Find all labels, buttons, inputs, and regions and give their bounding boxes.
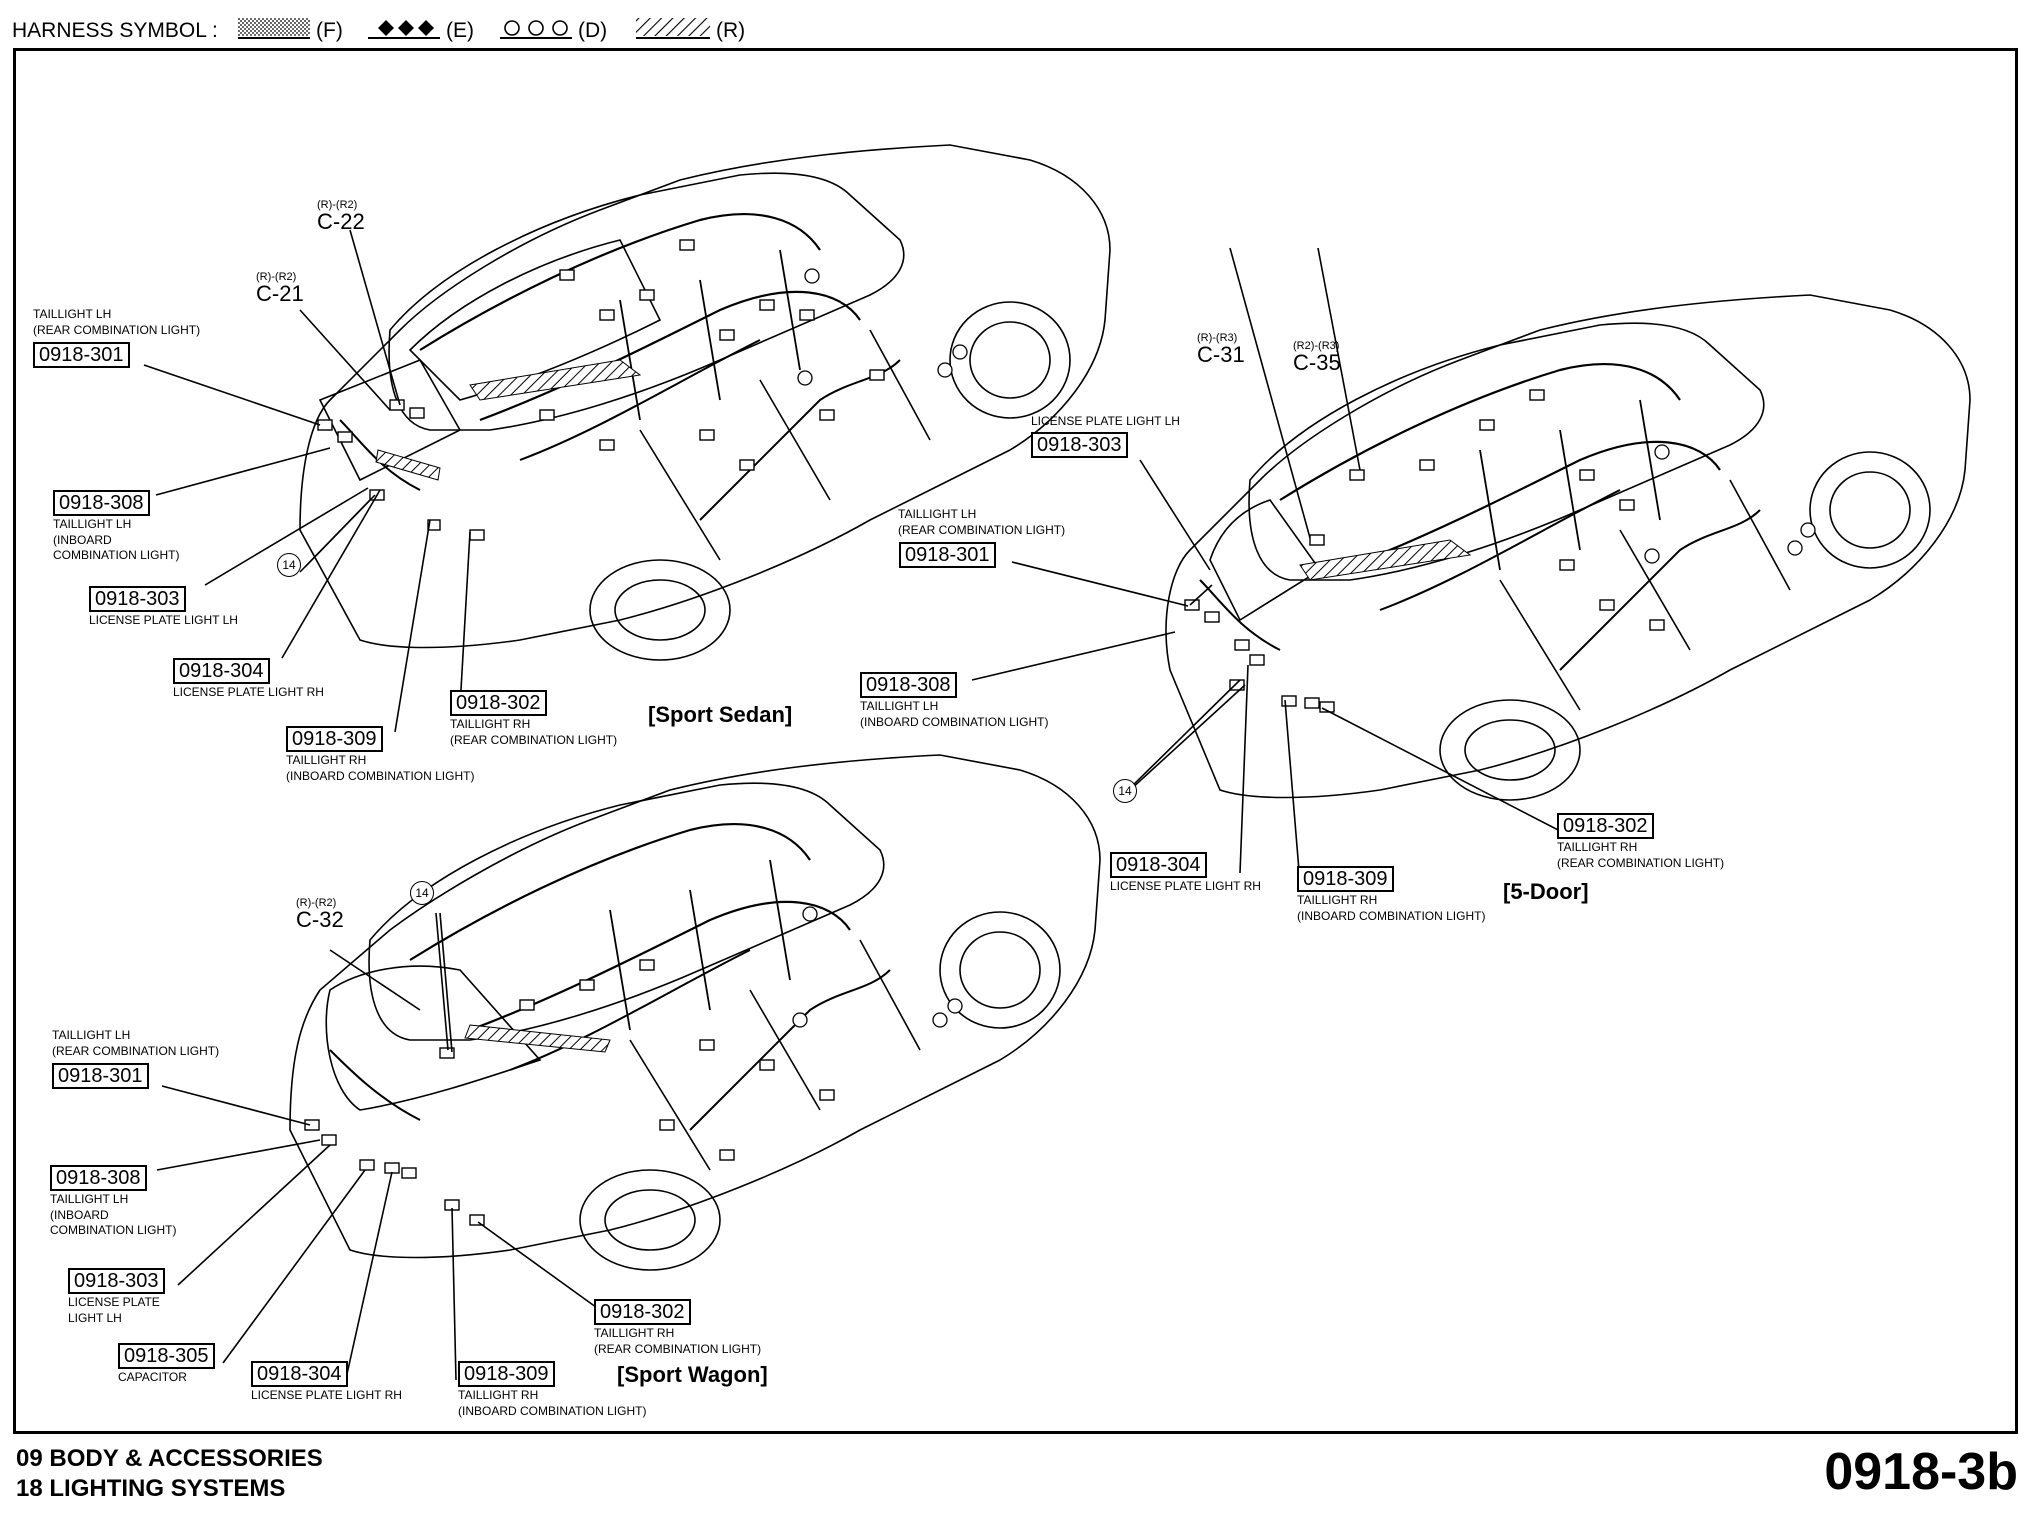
fivedoor-callout-0918-303[interactable]: 0918-303 (1031, 432, 1128, 458)
fivedoor-leader-lines (971, 247, 1563, 884)
sedan-301-desc: TAILLIGHT LH(REAR COMBINATION LIGHT) (33, 307, 201, 337)
sedan-leader-lines (143, 229, 471, 733)
sedan-ground-14: 14 (277, 553, 301, 577)
footer-section-lighting: 18 LIGHTING SYSTEMS (16, 1475, 286, 1502)
wagon-301-desc: TAILLIGHT LH(REAR COMBINATION LIGHT) (52, 1028, 220, 1058)
diagram-frame (13, 48, 2018, 1434)
fivedoor-callout-0918-308[interactable]: 0918-308 (860, 672, 957, 698)
fivedoor-title: [5-Door] (1503, 879, 1589, 904)
sedan-callout-0918-308[interactable]: 0918-308 (53, 490, 150, 516)
sedan-connector-blocks (317, 239, 885, 541)
symbol-code-e: (E) (446, 19, 474, 42)
fivedoor-callout-0918-302[interactable]: 0918-302 (1557, 813, 1654, 839)
fivedoor-301-desc: TAILLIGHT LH(REAR COMBINATION LIGHT) (898, 507, 1066, 537)
wagon-callout-0918-309[interactable]: 0918-309 (458, 1361, 555, 1387)
fivedoor-304-desc: LICENSE PLATE LIGHT RH (1110, 879, 1261, 893)
fivedoor-connector-c31: (R)-(R3) C-31 (1197, 332, 1245, 367)
wagon-title: [Sport Wagon] (617, 1362, 768, 1387)
hatched-fill-icon (636, 18, 710, 39)
sedan-304-desc: LICENSE PLATE LIGHT RH (173, 685, 324, 699)
wagon-302-desc: TAILLIGHT RH(REAR COMBINATION LIGHT) (594, 1326, 762, 1356)
wagon-309-desc: TAILLIGHT RH(INBOARD COMBINATION LIGHT) (458, 1388, 647, 1418)
sedan-309-desc: TAILLIGHT RH(INBOARD COMBINATION LIGHT) (286, 753, 475, 783)
sedan-callout-0918-309[interactable]: 0918-309 (286, 726, 383, 752)
fivedoor-callout-0918-301[interactable]: 0918-301 (899, 542, 996, 568)
circle-chain-icon (500, 20, 572, 39)
fivedoor-302-desc: TAILLIGHT RH(REAR COMBINATION LIGHT) (1557, 840, 1725, 870)
fivedoor-303-desc: LICENSE PLATE LIGHT LH (1031, 414, 1180, 428)
wagon-callout-0918-304[interactable]: 0918-304 (251, 1361, 348, 1387)
sedan-car-drawing (299, 144, 1111, 661)
fivedoor-ground-14: 14 (1113, 779, 1137, 803)
symbol-code-d: (D) (578, 19, 608, 42)
wagon-callout-0918-301[interactable]: 0918-301 (52, 1063, 149, 1089)
sedan-302-desc: TAILLIGHT RH(REAR COMBINATION LIGHT) (450, 717, 618, 747)
wagon-callout-0918-302[interactable]: 0918-302 (594, 1299, 691, 1325)
sedan-303-desc: LICENSE PLATE LIGHT LH (89, 613, 238, 627)
sedan-title: [Sport Sedan] (648, 702, 793, 727)
wagon-connector-blocks (304, 959, 835, 1226)
fivedoor-connector-blocks (1184, 389, 1665, 713)
footer-section-body: 09 BODY & ACCESSORIES (16, 1445, 323, 1472)
sedan-callout-0918-303[interactable]: 0918-303 (89, 586, 186, 612)
wagon-connector-c32: (R)-(R2) C-32 (296, 897, 344, 932)
fivedoor-car-drawing (1165, 294, 1971, 801)
wagon-305-desc: CAPACITOR (118, 1370, 187, 1384)
harness-symbol-icons (238, 18, 710, 39)
diamond-chain-icon (368, 20, 440, 39)
page-id: 0918-3b (1824, 1443, 2018, 1501)
wagon-ground-14: 14 (410, 881, 434, 905)
sedan-callout-0918-304[interactable]: 0918-304 (173, 658, 270, 684)
sedan-connector-c22: (R)-(R2) C-22 (317, 199, 365, 234)
wagon-leader-lines (156, 912, 601, 1384)
fivedoor-callout-0918-309[interactable]: 0918-309 (1297, 866, 1394, 892)
wagon-car-drawing (289, 754, 1101, 1271)
harness-symbol-label: HARNESS SYMBOL : (12, 19, 218, 42)
wagon-304-desc: LICENSE PLATE LIGHT RH (251, 1388, 402, 1402)
fivedoor-connector-c35: (R2)-(R3) C-35 (1293, 340, 1341, 375)
dotted-fill-icon (238, 18, 310, 39)
sedan-connector-c21: (R)-(R2) C-21 (256, 271, 304, 306)
sedan-callout-0918-301[interactable]: 0918-301 (33, 342, 130, 368)
sedan-callout-0918-302[interactable]: 0918-302 (450, 690, 547, 716)
wagon-callout-0918-308[interactable]: 0918-308 (50, 1165, 147, 1191)
symbol-code-r: (R) (716, 19, 746, 42)
fivedoor-callout-0918-304[interactable]: 0918-304 (1110, 852, 1207, 878)
wagon-callout-0918-305[interactable]: 0918-305 (118, 1343, 215, 1369)
wagon-callout-0918-303[interactable]: 0918-303 (68, 1268, 165, 1294)
symbol-code-f: (F) (316, 19, 343, 42)
fivedoor-309-desc: TAILLIGHT RH(INBOARD COMBINATION LIGHT) (1297, 893, 1486, 923)
fivedoor-308-desc: TAILLIGHT LH(INBOARD COMBINATION LIGHT) (860, 699, 1049, 729)
